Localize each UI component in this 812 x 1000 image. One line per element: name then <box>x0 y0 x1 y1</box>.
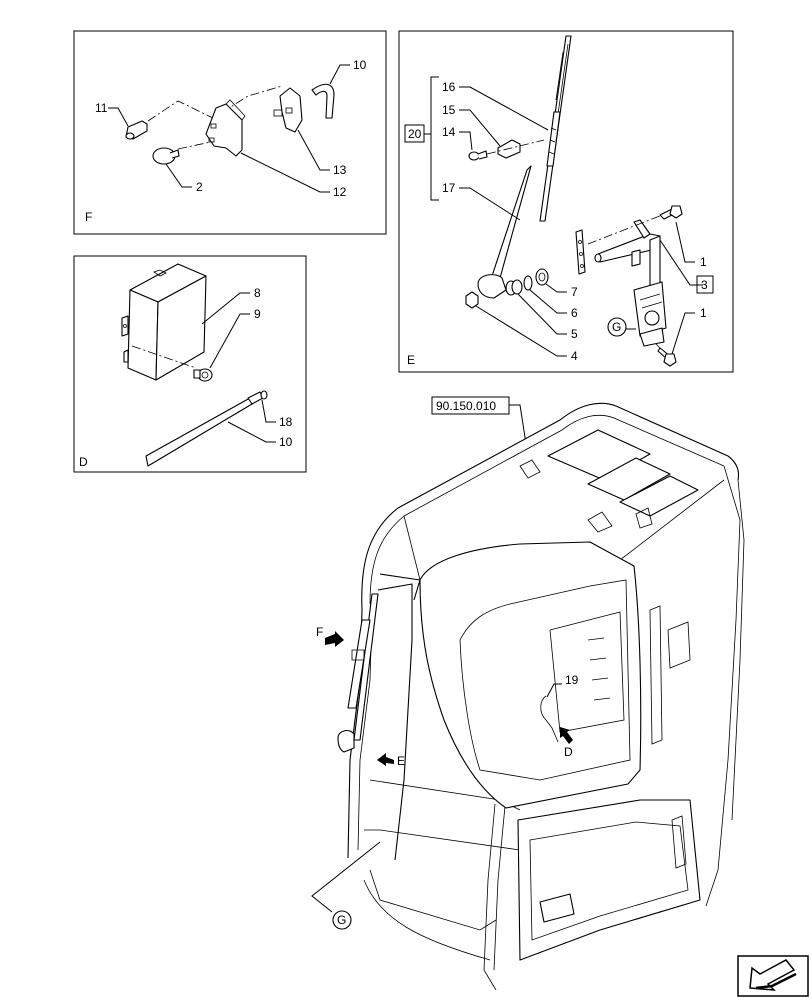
ref-label-g-main: G <box>337 913 346 927</box>
linkage-part-3 <box>594 219 667 347</box>
ref-label-g: G <box>612 320 621 334</box>
group-box-20 <box>404 124 425 143</box>
mounting-plate <box>575 229 586 275</box>
cab-lower-body <box>517 799 701 961</box>
main-cab-view: 90.150.010 <box>311 396 745 991</box>
panel-d-letter: D <box>79 455 88 469</box>
wiper-assembly-mounted <box>337 593 379 753</box>
screw-part-9 <box>193 368 213 382</box>
callout-7: 7 <box>571 285 578 299</box>
clip-part-2 <box>152 147 180 165</box>
wiper-blade-part-16 <box>539 35 572 222</box>
bolt-part-1-bottom <box>657 347 677 367</box>
pin-part-11 <box>125 120 148 140</box>
svg-text:E: E <box>397 754 405 768</box>
callout-3: 3 <box>701 278 708 292</box>
callout-10: 10 <box>353 58 367 72</box>
alignment-line <box>131 345 197 369</box>
fitting-part-18 <box>247 390 268 405</box>
roof-vents <box>519 429 699 533</box>
screw-part-14 <box>468 150 488 161</box>
callout-17: 17 <box>442 181 456 195</box>
panel-f: F <box>73 30 387 235</box>
svg-text:F: F <box>316 625 323 639</box>
callout-5: 5 <box>571 327 578 341</box>
bolt-part-1-top <box>659 205 683 220</box>
ref-box-3 <box>696 275 714 294</box>
ref-circle-g <box>607 317 627 337</box>
panel-f-letter: F <box>85 210 92 224</box>
wiper-arm-part-17 <box>477 165 532 299</box>
bracket-part-12 <box>205 99 246 157</box>
alignment-line <box>587 211 671 245</box>
view-arrow-d: D <box>560 727 573 759</box>
callout-11: 11 <box>95 101 108 115</box>
callout-1-bottom: 1 <box>700 306 707 320</box>
group-label-20: 20 <box>408 127 422 141</box>
svg-text:D: D <box>564 745 573 759</box>
panel-e-frame <box>398 30 734 373</box>
callout-10: 10 <box>279 435 293 449</box>
callout-15: 15 <box>442 103 456 117</box>
washer-part-7 <box>535 268 549 286</box>
callout-6: 6 <box>571 306 578 320</box>
holder-part-13 <box>273 87 303 133</box>
control-unit-part-8 <box>121 263 207 381</box>
callout-14: 14 <box>442 125 456 139</box>
windshield-open <box>419 541 642 809</box>
panel-d-frame <box>73 255 307 473</box>
callout-2: 2 <box>196 180 203 194</box>
callout-13: 13 <box>333 163 347 177</box>
callout-16: 16 <box>442 80 456 94</box>
callout-1-top: 1 <box>700 255 707 269</box>
view-arrow-e: E <box>377 753 405 768</box>
panel-d: D 8 9 18 10 <box>73 255 307 473</box>
view-arrow-f: F <box>316 625 344 647</box>
callout-12: 12 <box>333 185 347 199</box>
bushing-part-5 <box>505 279 523 296</box>
hose-part-10 <box>145 397 253 467</box>
hose-part-10 <box>311 83 335 119</box>
callout-19: 19 <box>565 673 579 687</box>
panel-f-frame <box>73 30 387 235</box>
panel-e: E 20 <box>398 30 734 373</box>
nut-part-4 <box>465 291 479 309</box>
callout-8: 8 <box>254 286 261 300</box>
washer-line-part-19 <box>540 695 559 743</box>
callout-18: 18 <box>279 415 293 429</box>
ref-circle-g-main <box>332 910 352 930</box>
direction-arrow-icon <box>737 955 809 997</box>
panel-e-letter: E <box>407 353 415 367</box>
alignment-line <box>486 139 545 155</box>
spacer-part-6 <box>523 275 533 291</box>
ref-label-90150010: 90.150.010 <box>436 399 496 413</box>
door-handle <box>539 893 575 923</box>
callout-9: 9 <box>254 307 261 321</box>
door-frame <box>377 583 413 861</box>
callout-4: 4 <box>571 349 578 363</box>
